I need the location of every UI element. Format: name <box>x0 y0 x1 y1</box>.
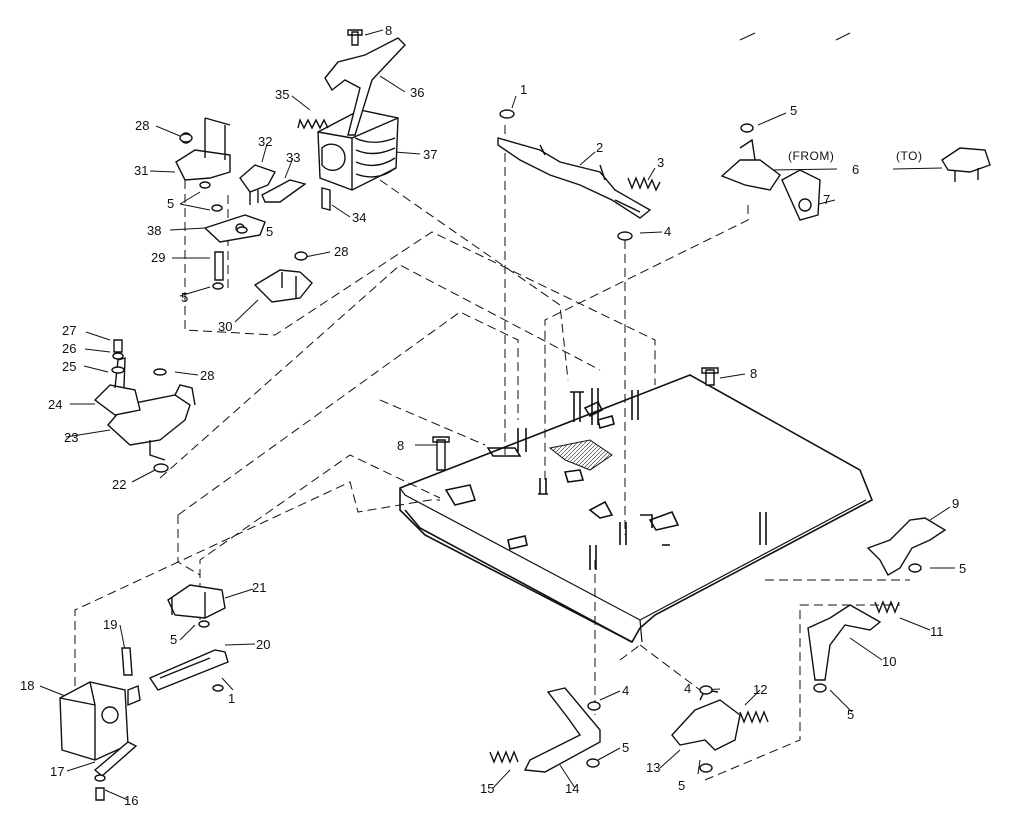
callout-28: 28 <box>135 118 149 133</box>
callout-28c: 28 <box>200 368 214 383</box>
leader-lines <box>39 29 955 801</box>
callout-3: 3 <box>657 155 664 170</box>
callout-17: 17 <box>50 764 64 779</box>
callout-37: 37 <box>423 147 437 162</box>
callout-22: 22 <box>112 477 126 492</box>
callout-5: 5 <box>790 103 797 118</box>
callout-8b: 8 <box>397 438 404 453</box>
callout-12: 12 <box>753 682 767 697</box>
callout-2: 2 <box>596 140 603 155</box>
callout-20: 20 <box>256 637 270 652</box>
callout-16: 16 <box>124 793 138 808</box>
callout-29: 29 <box>151 250 165 265</box>
callout-5h: 5 <box>622 740 629 755</box>
callout-8c: 8 <box>750 366 757 381</box>
callout-8: 8 <box>385 23 392 38</box>
callout-5i: 5 <box>170 632 177 647</box>
callout-labels: 1 2 3 4 5 6 (FROM) (TO) 7 8 36 37 35 34 … <box>20 23 966 808</box>
callout-7: 7 <box>823 192 830 207</box>
callout-31: 31 <box>134 163 148 178</box>
callout-34: 34 <box>352 210 366 225</box>
callout-5b: 5 <box>167 196 174 211</box>
callout-32: 32 <box>258 134 272 149</box>
lower-right-lever-parts <box>489 517 947 773</box>
callout-30: 30 <box>218 319 232 334</box>
callout-6: 6 <box>852 162 859 177</box>
callout-11: 11 <box>930 624 944 639</box>
callout-4c: 4 <box>622 683 629 698</box>
callout-25: 25 <box>62 359 76 374</box>
callout-15: 15 <box>480 781 494 796</box>
callout-14: 14 <box>565 781 579 796</box>
callout-36: 36 <box>410 85 424 100</box>
callout-1: 1 <box>520 82 527 97</box>
callout-13: 13 <box>646 760 660 775</box>
callout-9: 9 <box>952 496 959 511</box>
chassis-base-plate <box>399 374 874 644</box>
callout-28b: 28 <box>334 244 348 259</box>
callout-10: 10 <box>882 654 896 669</box>
callout-27: 27 <box>62 323 76 338</box>
callout-5f: 5 <box>847 707 854 722</box>
callout-5c: 5 <box>266 224 273 239</box>
callout-38: 38 <box>147 223 161 238</box>
callout-26: 26 <box>62 341 76 356</box>
lower-left-motor-assembly <box>59 584 229 801</box>
callout-19: 19 <box>103 617 117 632</box>
callout-23: 23 <box>64 430 78 445</box>
from-note: (FROM) <box>788 149 834 163</box>
callout-5g: 5 <box>678 778 685 793</box>
callout-33: 33 <box>286 150 300 165</box>
solenoid-assembly <box>175 29 406 303</box>
callout-18: 18 <box>20 678 34 693</box>
callout-4b: 4 <box>684 681 691 696</box>
alignment-lines <box>74 125 910 781</box>
to-note: (TO) <box>896 149 922 163</box>
lever-and-bracket-parts <box>432 109 991 471</box>
callout-35: 35 <box>275 87 289 102</box>
left-bracket-assembly <box>93 339 196 473</box>
callout-21: 21 <box>252 580 266 595</box>
callout-5d: 5 <box>181 290 188 305</box>
callout-5e: 5 <box>959 561 966 576</box>
callout-4: 4 <box>664 224 671 239</box>
callout-1b: 1 <box>228 691 235 706</box>
callout-24: 24 <box>48 397 62 412</box>
